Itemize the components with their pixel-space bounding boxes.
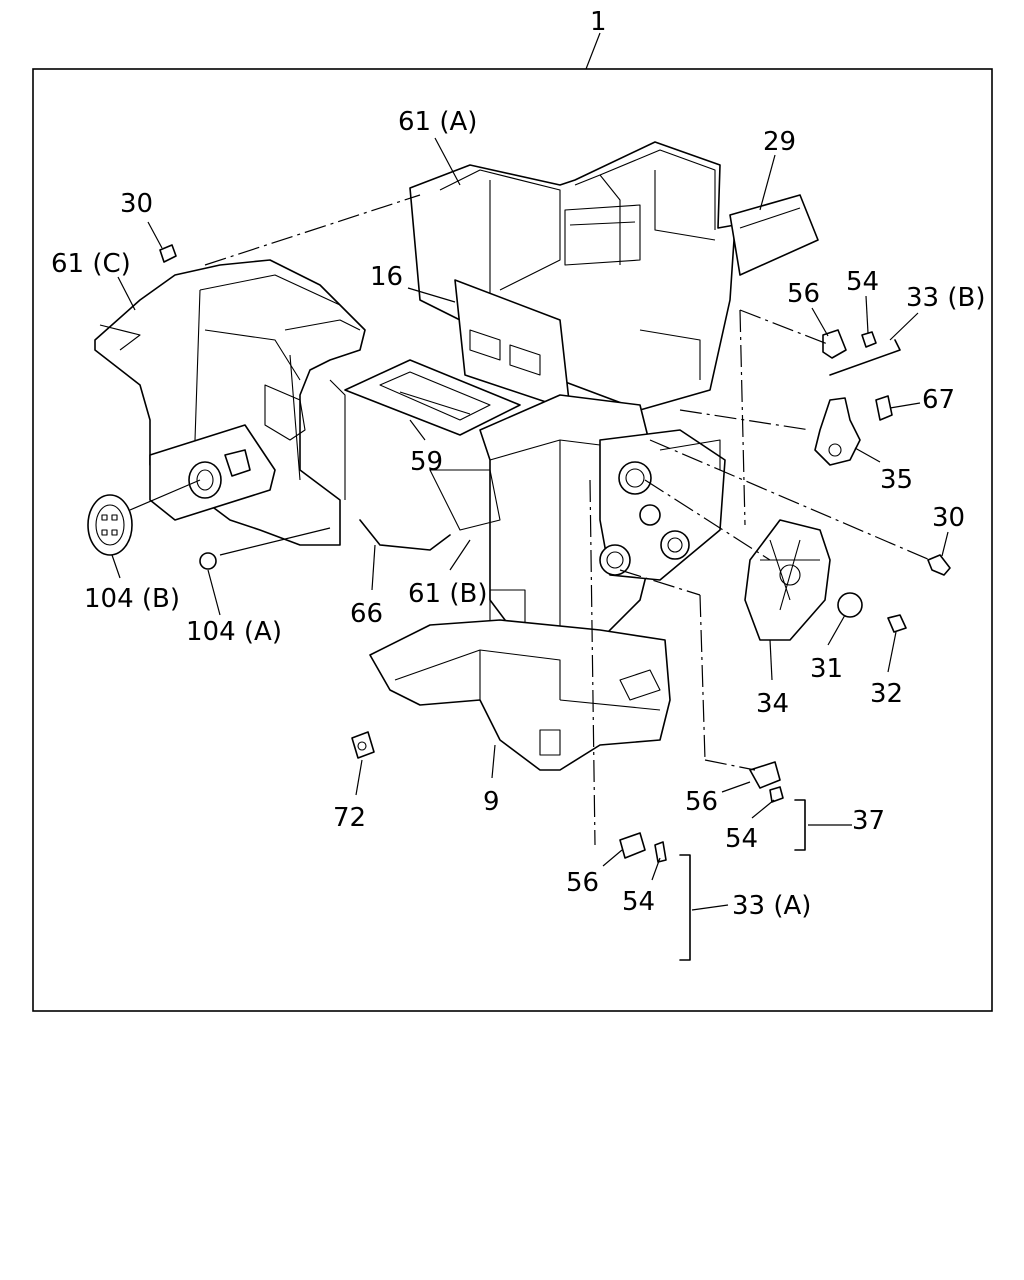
callout-34: 34 <box>756 689 789 719</box>
callout-61b: 61 (B) <box>408 579 487 609</box>
hose-66-part <box>359 519 451 551</box>
callout-59: 59 <box>410 447 443 477</box>
callout-33a: 33 (A) <box>732 891 811 921</box>
callout-16: 16 <box>370 262 403 292</box>
callout-72: 72 <box>333 803 366 833</box>
screw-30-right-part <box>927 554 951 576</box>
callout-labels: 61 (A) 29 30 61 (C) 16 56 54 33 (B) 67 3… <box>51 107 985 921</box>
diagram-frame <box>32 68 993 1012</box>
clip-72-part <box>351 731 375 759</box>
phantom-lines <box>204 194 931 846</box>
callout-31: 31 <box>810 654 843 684</box>
linkage-lower-right-part <box>749 761 806 851</box>
defrost-duct-part <box>729 194 819 276</box>
linkage-upper-part <box>822 329 901 376</box>
callout-54-lower-center: 54 <box>622 887 655 917</box>
callout-37: 37 <box>852 806 885 836</box>
callout-61c: 61 (C) <box>51 249 131 279</box>
callout-32: 32 <box>870 679 903 709</box>
assembly-leader <box>585 32 601 70</box>
callout-9: 9 <box>483 787 500 817</box>
callout-35: 35 <box>880 465 913 495</box>
callout-104b: 104 (B) <box>84 584 180 614</box>
assembly-callout: 1 <box>590 7 607 37</box>
linkage-lower-center-part <box>619 832 691 961</box>
callout-61a: 61 (A) <box>398 107 477 137</box>
clip-67-part <box>875 395 893 421</box>
callout-56-lower-center: 56 <box>566 868 599 898</box>
central-case-part <box>429 394 726 641</box>
callout-33b: 33 (B) <box>906 283 985 313</box>
callout-29: 29 <box>763 127 796 157</box>
screw-30-upper-part <box>159 244 177 263</box>
leader-lines <box>111 137 949 911</box>
callout-30-right: 30 <box>932 503 965 533</box>
blower-motor-part <box>87 424 331 570</box>
callout-56-upper: 56 <box>787 279 820 309</box>
callout-67: 67 <box>922 385 955 415</box>
callout-54-lower-right: 54 <box>725 824 758 854</box>
callout-54-upper: 54 <box>846 267 879 297</box>
callout-104a: 104 (A) <box>186 617 282 647</box>
link-plate-34-part <box>744 519 907 641</box>
callout-66: 66 <box>350 599 383 629</box>
lever-35-part <box>814 397 861 466</box>
lower-case-part <box>369 619 671 771</box>
callout-56-lower-right: 56 <box>685 787 718 817</box>
callout-30-upper: 30 <box>120 189 153 219</box>
